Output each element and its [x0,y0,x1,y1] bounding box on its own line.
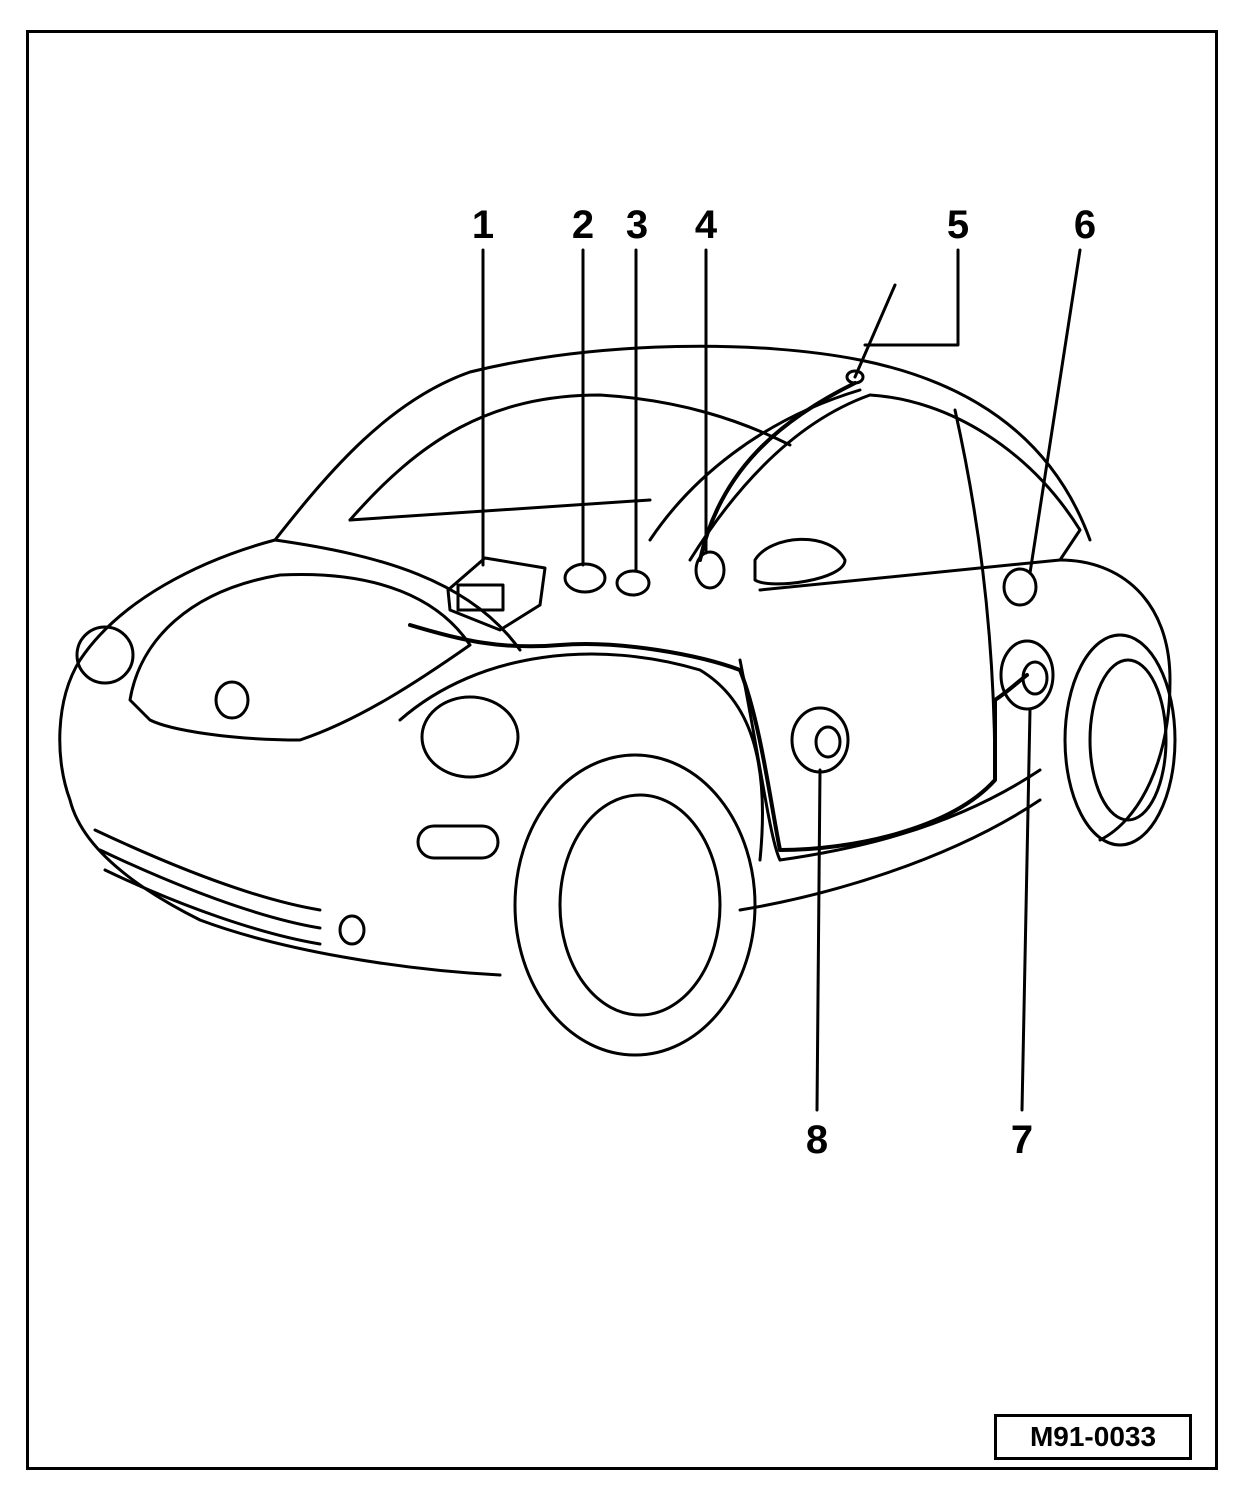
wiring-harness [408,623,1029,852]
windshield [348,393,792,522]
front-wheel-outer [513,753,757,1057]
side-window-lower [758,558,1062,592]
bumper-lamp [338,914,366,946]
rear-wheel-outer [1063,633,1177,847]
grille-3 [103,868,322,946]
leader-7 [1020,708,1032,1112]
leader-8 [815,768,822,1112]
mirror [753,537,847,586]
windshield-lower [348,498,652,522]
body-front-outline [58,538,502,977]
tweeter-4 [694,550,726,590]
grille-2 [98,848,322,930]
diagram-frame [26,30,1218,1470]
tweeter-3 [615,569,651,597]
front-wheel-inner [558,793,722,1017]
callout-7: 7 [1010,1118,1034,1162]
hood-panel [128,572,472,742]
callout-2: 2 [571,203,595,247]
reference-code: M91-0033 [994,1414,1192,1460]
leader-5 [863,248,960,347]
callout-5: 5 [946,203,970,247]
tweeter-2 [563,562,607,594]
fog-light [416,824,500,860]
callout-6: 6 [1073,203,1097,247]
sill-lower [738,798,1042,912]
a-pillar-inner [688,393,872,562]
leader-6 [1028,248,1082,575]
front-speaker-8 [790,706,850,774]
headlight [420,695,520,779]
rear-wing [1058,558,1172,842]
antenna [853,283,897,379]
callout-3: 3 [625,203,649,247]
b-pillar [953,408,997,782]
rear-tweeter-6 [1002,567,1038,607]
radio-unit [446,556,547,632]
callout-4: 4 [694,203,718,247]
front-wing [398,652,764,862]
callout-1: 1 [471,203,495,247]
hood-outline [273,538,522,652]
roof-outline [273,344,1092,542]
rear-wheel-inner [1088,658,1168,822]
a-pillar [648,388,862,542]
callout-8: 8 [805,1118,829,1162]
left-headlight [75,625,135,685]
emblem [214,680,250,720]
grille-1 [93,828,322,912]
wiring-antenna [698,381,857,562]
door-frame [868,393,1082,562]
